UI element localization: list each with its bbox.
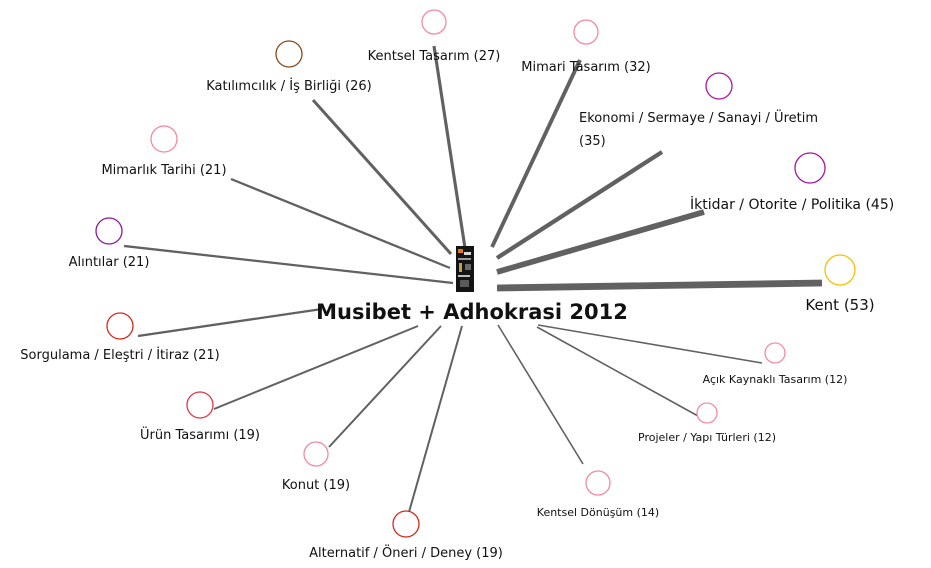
- edge-kentsel-donusum: [497, 324, 584, 465]
- topic-node-mimari-tasarim[interactable]: Mimari Tasarım (32): [521, 19, 651, 75]
- topic-label[interactable]: Mimari Tasarım (32): [521, 60, 650, 75]
- center-title[interactable]: Musibet + Adhokrasi 2012: [316, 300, 628, 324]
- topic-circle-icon[interactable]: [150, 125, 178, 153]
- topic-circle-icon[interactable]: [303, 441, 329, 467]
- topic-circle-icon[interactable]: [696, 402, 718, 424]
- topic-label-line[interactable]: Ekonomi / Sermaye / Sanayi / Üretim: [579, 109, 818, 126]
- topic-node-kentsel-donusum[interactable]: Kentsel Dönüşüm (14): [537, 470, 659, 519]
- edge-kentsel-tasarim: [432, 45, 467, 249]
- topic-circle-icon[interactable]: [421, 9, 447, 35]
- topic-label[interactable]: Kentsel Tasarım (27): [368, 49, 501, 64]
- topic-label[interactable]: Alıntılar (21): [69, 255, 150, 270]
- edge-acik-kaynakli-tasarim: [537, 324, 763, 364]
- edge-i-ktidar-otorite-politika: [496, 209, 705, 275]
- topic-label[interactable]: Ekonomi / Sermaye / Sanayi / Üretim (35): [579, 109, 818, 149]
- topic-node-alintilar[interactable]: Alıntılar (21): [69, 217, 150, 270]
- topic-circle-icon[interactable]: [275, 40, 303, 68]
- topic-node-sorgulama-elestri-i-tiraz[interactable]: Sorgulama / Eleştri / İtiraz (21): [20, 312, 220, 363]
- topic-label[interactable]: Mimarlık Tarihi (21): [101, 163, 226, 178]
- topic-label[interactable]: Ürün Tasarımı (19): [140, 426, 260, 443]
- edge-ekonomi-sermaye-sanayi-uretim: [495, 150, 664, 260]
- topic-node-mimarlik-tarihi[interactable]: Mimarlık Tarihi (21): [101, 125, 227, 178]
- topic-label[interactable]: İktidar / Otorite / Politika (45): [690, 195, 894, 213]
- topic-label[interactable]: Kentsel Dönüşüm (14): [537, 506, 659, 519]
- topic-circle-icon[interactable]: [585, 470, 611, 496]
- topic-circle-icon[interactable]: [392, 510, 420, 538]
- topic-node-projeler-yapi-turleri[interactable]: Projeler / Yapı Türleri (12): [638, 402, 776, 444]
- topic-label[interactable]: Katılımcılık / İş Birliği (26): [206, 78, 372, 94]
- topic-node-kent[interactable]: Kent (53): [805, 254, 875, 314]
- edge-layer: [123, 45, 823, 513]
- topic-node-konut[interactable]: Konut (19): [282, 441, 350, 493]
- topic-circle-icon[interactable]: [764, 342, 786, 364]
- topic-circle-icon[interactable]: [794, 152, 826, 184]
- topic-circle-icon[interactable]: [824, 254, 856, 286]
- center-node[interactable]: Musibet + Adhokrasi 2012: [316, 246, 628, 324]
- topic-node-i-ktidar-otorite-politika[interactable]: İktidar / Otorite / Politika (45): [690, 152, 894, 213]
- topic-label[interactable]: Kent (53): [805, 296, 874, 314]
- topic-label[interactable]: Projeler / Yapı Türleri (12): [638, 431, 776, 444]
- topic-node-ekonomi-sermaye-sanayi-uretim[interactable]: Ekonomi / Sermaye / Sanayi / Üretim (35): [579, 72, 818, 149]
- edge-mimarlik-tarihi: [230, 177, 451, 270]
- topic-node-acik-kaynakli-tasarim[interactable]: Açık Kaynaklı Tasarım (12): [703, 342, 848, 386]
- edge-konut: [328, 325, 442, 448]
- topic-node-katilimcilik-i-s-birligi[interactable]: Katılımcılık / İş Birliği (26): [206, 40, 372, 94]
- topic-circle-icon[interactable]: [106, 312, 134, 340]
- topic-circle-icon[interactable]: [573, 19, 599, 45]
- edge-alintilar: [123, 244, 454, 285]
- topic-label[interactable]: Alternatif / Öneri / Deney (19): [309, 544, 503, 561]
- topic-circle-icon[interactable]: [186, 391, 214, 419]
- topic-label[interactable]: Konut (19): [282, 478, 350, 493]
- topic-label[interactable]: Sorgulama / Eleştri / İtiraz (21): [20, 347, 219, 363]
- edge-projeler-yapi-turleri: [536, 326, 699, 417]
- edge-alternatif-oneri-deney: [408, 325, 463, 513]
- topic-circle-icon[interactable]: [705, 72, 733, 100]
- edge-katilimcilik-i-s-birligi: [311, 98, 453, 256]
- topic-node-alternatif-oneri-deney[interactable]: Alternatif / Öneri / Deney (19): [309, 510, 503, 561]
- topic-node-urun-tasarimi[interactable]: Ürün Tasarımı (19): [140, 391, 260, 443]
- topic-node-kentsel-tasarim[interactable]: Kentsel Tasarım (27): [368, 9, 501, 64]
- node-layer: Kentsel Tasarım (27) Mimari Tasarım (32) E…: [20, 9, 894, 561]
- edge-kent: [496, 279, 823, 292]
- book-cover-thumbnail[interactable]: [456, 246, 474, 292]
- edge-urun-tasarimi: [213, 325, 419, 410]
- edge-mimari-tasarim: [490, 59, 582, 248]
- topic-circle-icon[interactable]: [95, 217, 123, 245]
- edge-sorgulama-elestri-i-tiraz: [137, 307, 323, 338]
- topic-label-line[interactable]: (35): [579, 134, 606, 149]
- topic-label[interactable]: Açık Kaynaklı Tasarım (12): [703, 373, 848, 386]
